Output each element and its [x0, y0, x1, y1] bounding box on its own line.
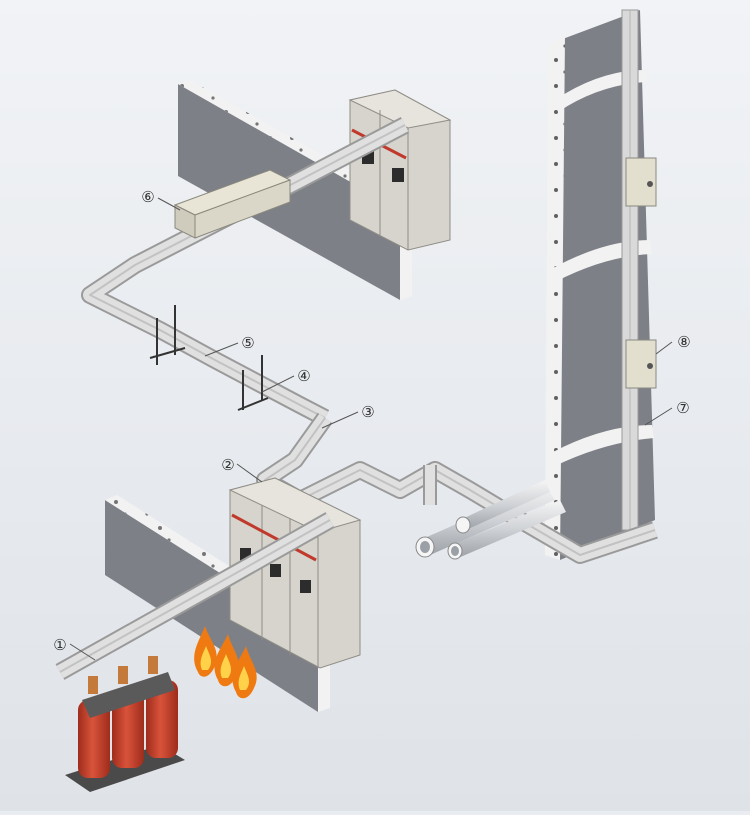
junction-box-icon	[625, 157, 657, 207]
callout-1: ①	[53, 636, 96, 661]
hanger-supports	[149, 305, 269, 411]
callout-3: ③	[321, 403, 375, 429]
callout-label: ②	[221, 456, 234, 474]
switchgear-cabinet-icon	[348, 89, 452, 251]
callout-2: ②	[221, 456, 263, 483]
busway-transformer-run	[55, 512, 335, 680]
callout-7: ⑦	[644, 399, 690, 426]
junction-box-icon	[625, 339, 657, 389]
callout-label: ⑦	[676, 399, 689, 417]
fire-icon	[194, 626, 257, 699]
callout-label: ⑧	[677, 333, 690, 351]
callout-label: ③	[361, 403, 374, 421]
transformer-icon	[65, 656, 185, 792]
busway-lower-run	[256, 412, 658, 564]
plug-in-box	[173, 169, 292, 239]
callout-label: ①	[53, 636, 66, 654]
callout-5: ⑤	[204, 334, 255, 357]
pipe-icon	[415, 480, 566, 560]
callout-label: ⑤	[241, 334, 254, 352]
callout-label: ⑥	[141, 188, 154, 206]
callout-6: ⑥	[141, 188, 181, 211]
callout-8: ⑧	[655, 333, 691, 355]
callout-4: ④	[261, 367, 311, 393]
vertical-shaft	[545, 9, 657, 560]
callout-label: ④	[297, 367, 310, 385]
